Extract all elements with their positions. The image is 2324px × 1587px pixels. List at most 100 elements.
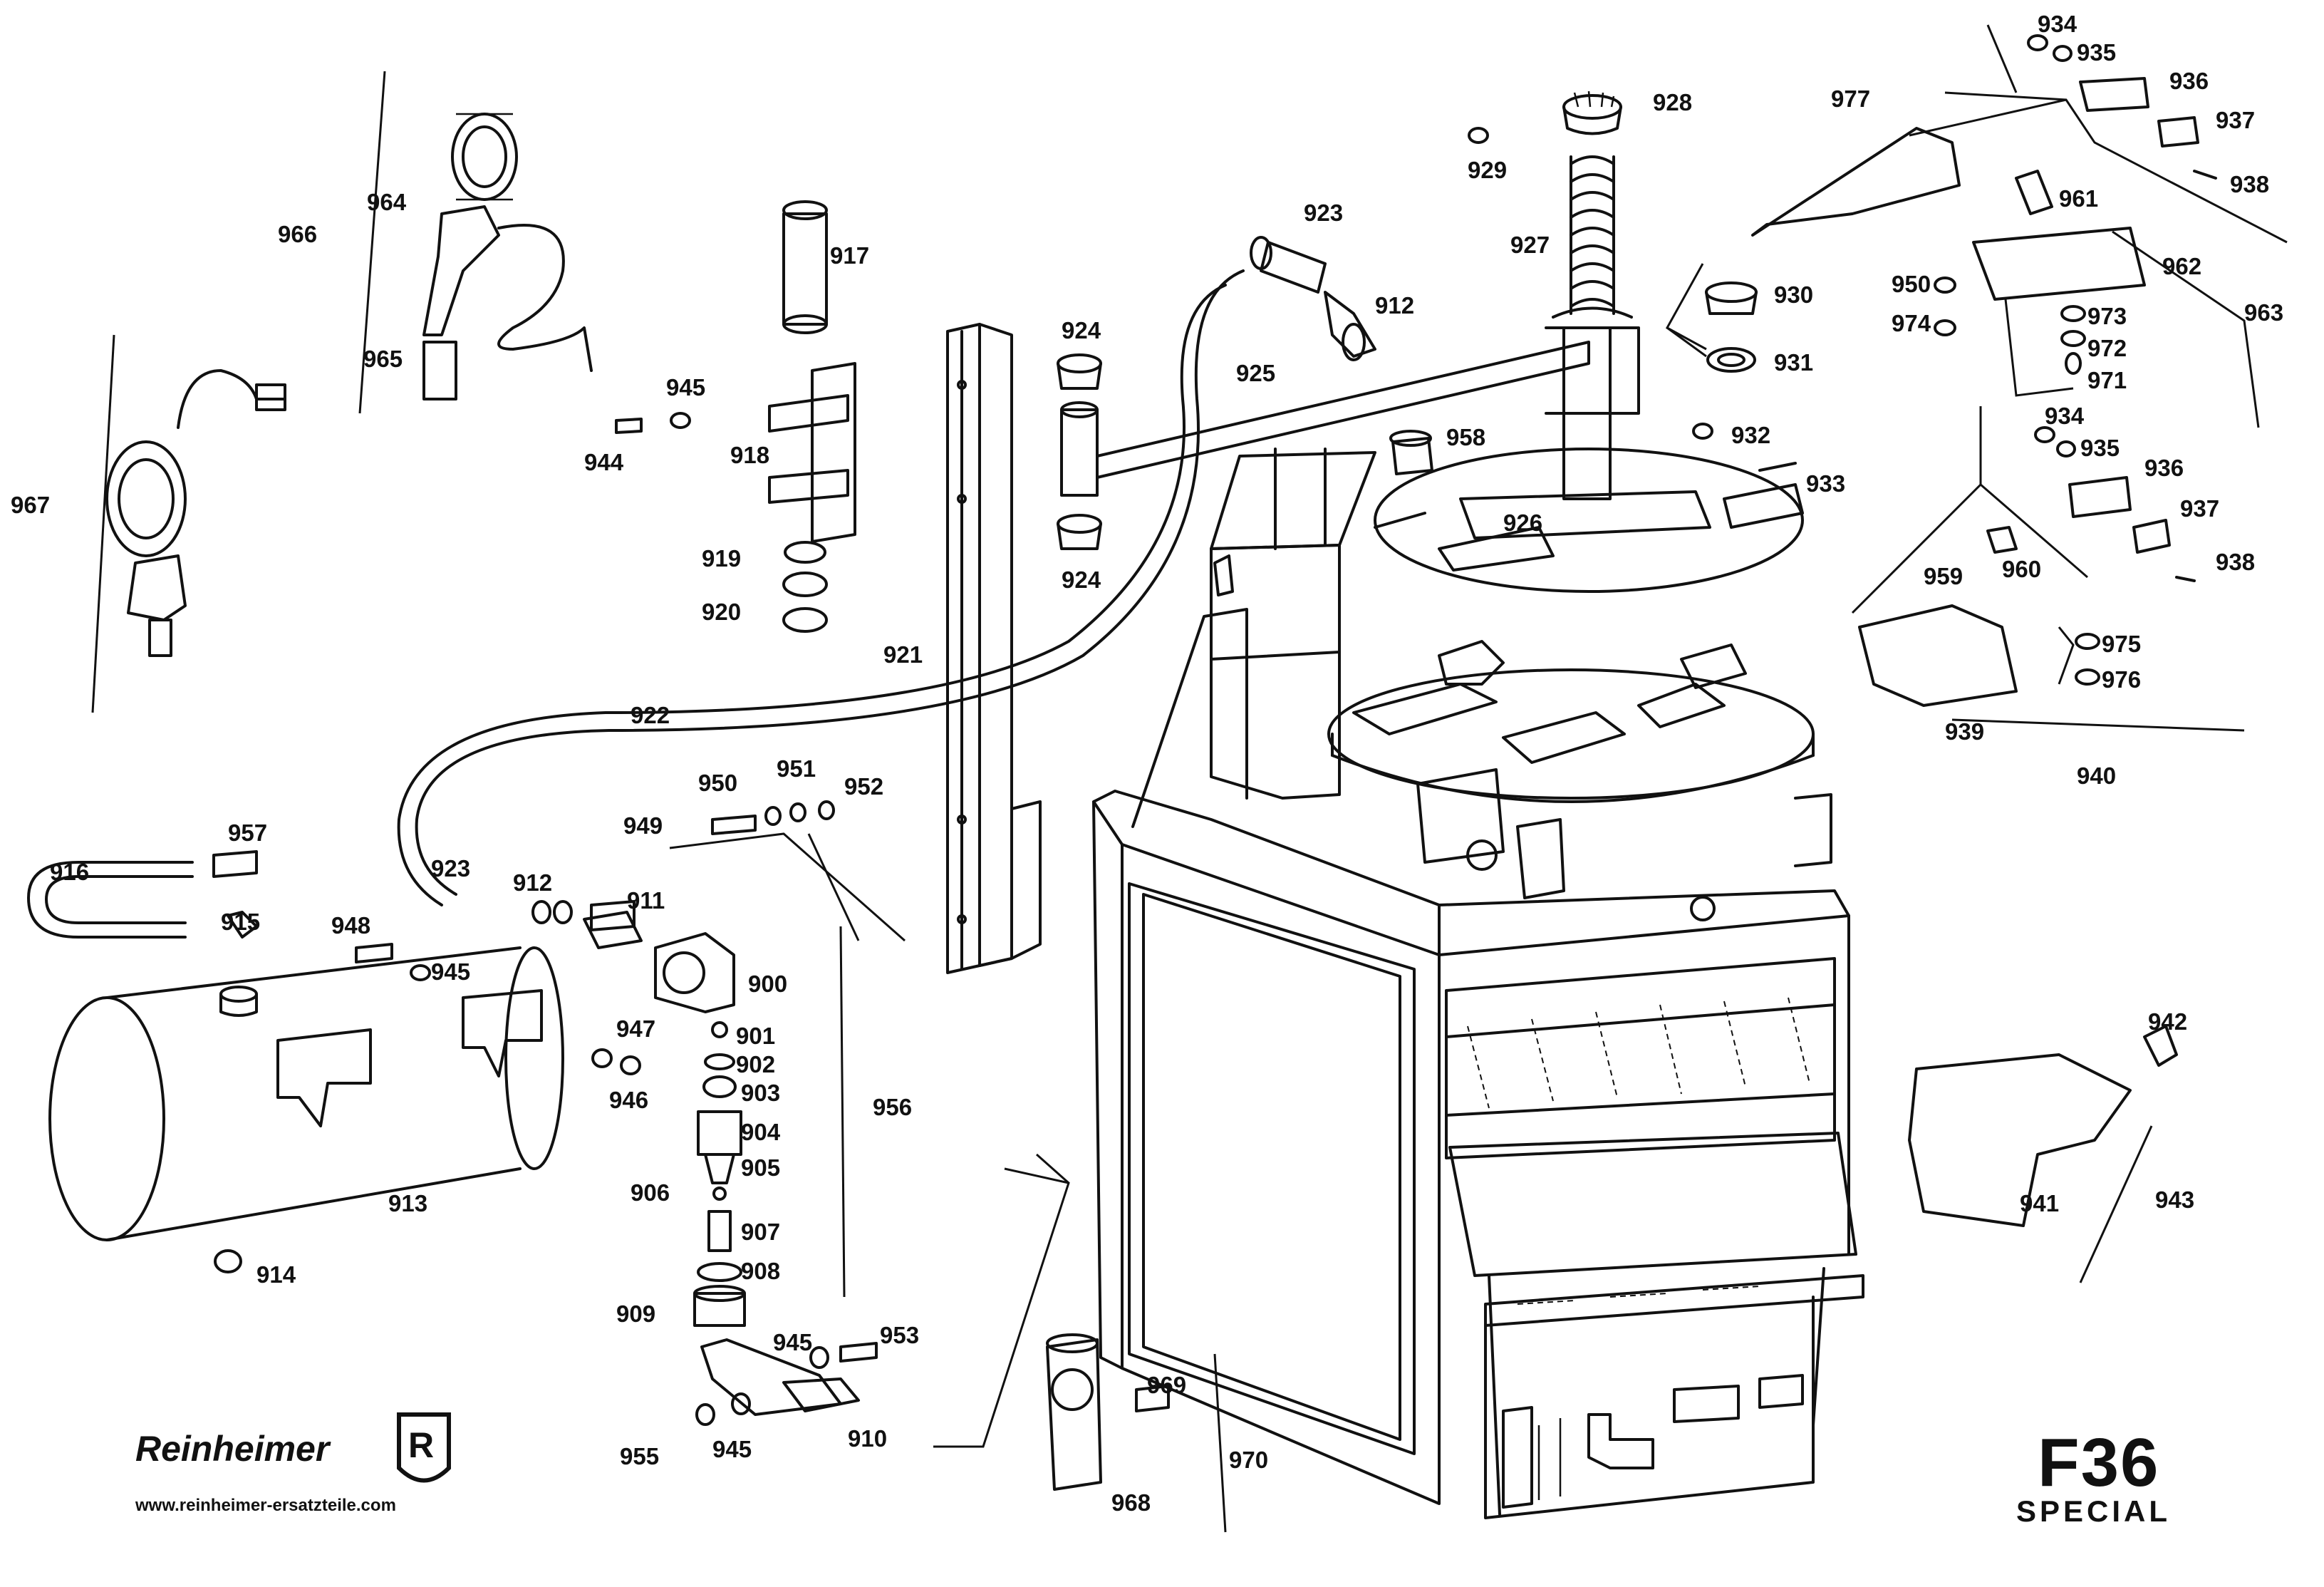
label-966: 966	[278, 221, 317, 247]
label-933: 933	[1806, 470, 1845, 497]
label-951: 951	[777, 755, 816, 782]
part-labels: 900 901 902 903 904 905 906 907 908 909 …	[11, 11, 2283, 1516]
bushings-924-930-931	[1057, 281, 1758, 550]
machine-column	[1131, 448, 1376, 828]
brand-logo-letter: R	[408, 1425, 434, 1465]
air-hoses	[397, 236, 1327, 906]
label-904: 904	[741, 1119, 781, 1145]
label-950-left: 950	[698, 770, 737, 796]
label-958: 958	[1446, 424, 1485, 450]
model-subtitle: SPECIAL	[2016, 1494, 2171, 1528]
machine-cabinet	[1092, 790, 1864, 1519]
label-926: 926	[1503, 510, 1542, 536]
brand-block: Reinheimer R www.reinheimer-ersatzteile.…	[135, 1412, 451, 1515]
label-937-mid: 937	[2180, 495, 2219, 522]
model-block: F36 SPECIAL	[2016, 1425, 2171, 1528]
label-912-left: 912	[513, 869, 552, 896]
tube-916	[27, 861, 194, 939]
label-917: 917	[830, 242, 869, 269]
label-952: 952	[844, 773, 883, 800]
label-902: 902	[736, 1051, 775, 1077]
bushings-919-920	[782, 541, 828, 633]
label-935-top: 935	[2077, 39, 2116, 66]
label-927: 927	[1510, 232, 1550, 258]
label-938-top: 938	[2230, 171, 2269, 197]
label-944: 944	[584, 449, 624, 475]
label-963: 963	[2244, 299, 2283, 326]
label-908: 908	[741, 1258, 780, 1284]
label-970: 970	[1229, 1447, 1268, 1473]
bracket-918	[768, 362, 856, 543]
label-921: 921	[883, 641, 923, 668]
label-918: 918	[730, 442, 769, 468]
filter-968	[1046, 1333, 1170, 1491]
label-900: 900	[748, 971, 787, 997]
label-916: 916	[50, 859, 89, 885]
label-936-mid: 936	[2144, 455, 2184, 481]
tool-parts-right	[1751, 127, 2146, 1227]
label-909: 909	[616, 1301, 655, 1327]
label-949: 949	[623, 812, 663, 839]
label-950-right: 950	[1892, 271, 1931, 297]
brand-shield-logo: R	[397, 1412, 451, 1483]
label-961: 961	[2059, 185, 2098, 212]
label-968: 968	[1111, 1489, 1151, 1516]
label-911: 911	[627, 887, 665, 914]
small-parts-right	[1934, 34, 2217, 1067]
label-969: 969	[1147, 1372, 1186, 1398]
label-945-top: 945	[666, 374, 705, 400]
label-948: 948	[331, 912, 370, 939]
label-937-top: 937	[2216, 107, 2255, 133]
label-907: 907	[741, 1219, 780, 1245]
label-972: 972	[2087, 335, 2127, 361]
label-960: 960	[2002, 556, 2041, 582]
label-913: 913	[388, 1190, 427, 1216]
label-920: 920	[702, 599, 741, 625]
label-959: 959	[1924, 563, 1963, 589]
knob-928	[1562, 91, 1622, 135]
label-973: 973	[2087, 303, 2127, 329]
label-938-mid: 938	[2216, 549, 2255, 575]
fittings-911-912	[531, 291, 1376, 949]
label-924-bottom: 924	[1062, 567, 1101, 593]
label-912-top: 912	[1375, 292, 1414, 319]
valve-assembly	[654, 932, 860, 1416]
label-929: 929	[1468, 157, 1507, 183]
label-906: 906	[631, 1179, 670, 1206]
label-936-top: 936	[2169, 68, 2209, 94]
post-921	[946, 323, 1042, 974]
label-953: 953	[880, 1322, 919, 1348]
label-943: 943	[2155, 1187, 2194, 1213]
label-945-mid: 945	[431, 958, 470, 985]
label-925: 925	[1236, 360, 1275, 386]
label-915: 915	[221, 909, 260, 935]
label-923-left: 923	[431, 855, 470, 882]
gauge-964	[422, 113, 593, 400]
label-903: 903	[741, 1080, 780, 1106]
label-975: 975	[2102, 631, 2141, 657]
label-974: 974	[1892, 310, 1931, 336]
label-934-top: 934	[2038, 11, 2077, 37]
label-931: 931	[1774, 349, 1813, 376]
air-tank-913	[48, 946, 564, 1241]
label-940: 940	[2077, 763, 2116, 789]
label-942: 942	[2148, 1008, 2187, 1035]
label-914: 914	[256, 1261, 296, 1288]
website-url: www.reinheimer-ersatzteile.com	[135, 1496, 396, 1515]
label-967: 967	[11, 492, 50, 518]
label-922: 922	[631, 702, 670, 728]
label-928: 928	[1653, 89, 1692, 115]
label-932: 932	[1731, 422, 1770, 448]
label-964: 964	[367, 189, 407, 215]
model-name: F36	[2038, 1425, 2159, 1501]
cone-958	[1389, 430, 1433, 475]
gauge-967	[105, 369, 286, 657]
label-977: 977	[1831, 86, 1870, 112]
label-905: 905	[741, 1154, 780, 1181]
reference-lines	[91, 24, 2288, 1533]
small-parts-left	[212, 127, 1713, 1426]
label-957: 957	[228, 820, 267, 846]
label-965: 965	[363, 346, 403, 372]
label-976: 976	[2102, 666, 2141, 693]
